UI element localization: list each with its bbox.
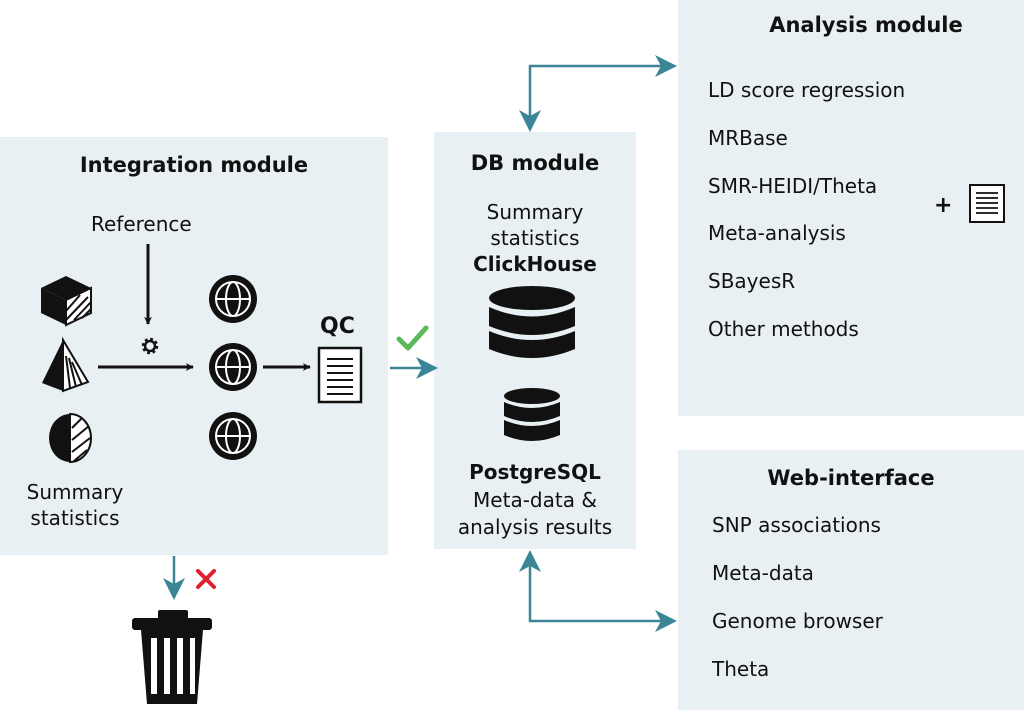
analysis-item-ld-score-regression: LD score regression bbox=[708, 78, 906, 102]
document-icon bbox=[969, 184, 1005, 223]
clickhouse-name: ClickHouse bbox=[473, 252, 597, 276]
trash-icon bbox=[132, 610, 212, 704]
analysis-module-panel bbox=[678, 0, 1024, 416]
postgresql-desc-line1: Meta-data & bbox=[473, 488, 597, 512]
analysis-module-title: Analysis module bbox=[769, 13, 963, 37]
postgresql-desc-line2: analysis results bbox=[457, 515, 613, 539]
reference-label: Reference bbox=[91, 212, 192, 236]
db-module-title: DB module bbox=[470, 151, 600, 175]
checkmark-icon bbox=[396, 325, 429, 351]
globe-icon bbox=[209, 343, 257, 391]
database-icon bbox=[504, 388, 560, 441]
clickhouse-desc-line2: statistics bbox=[490, 226, 580, 250]
summary-statistics-line1: Summary bbox=[26, 480, 124, 504]
web-item-theta: Theta bbox=[712, 657, 770, 681]
analysis-item-mrbase: MRBase bbox=[708, 126, 788, 150]
gear-icon bbox=[141, 337, 159, 355]
cross-icon bbox=[196, 569, 216, 589]
discard-arrow bbox=[163, 556, 185, 600]
globe-icon bbox=[209, 412, 257, 460]
web-interface-panel bbox=[678, 450, 1024, 710]
db-analysis-arrow bbox=[519, 55, 677, 132]
cube-icon bbox=[41, 276, 92, 327]
summary-statistics-line2: statistics bbox=[30, 506, 120, 530]
integration-module-title: Integration module bbox=[79, 153, 309, 177]
qc-label: QC bbox=[320, 314, 355, 339]
plus-sign: + bbox=[934, 193, 953, 218]
database-icon bbox=[489, 286, 575, 358]
globe-icon bbox=[209, 275, 257, 323]
postgresql-name: PostgreSQL bbox=[469, 460, 601, 484]
analysis-item-sbayesr: SBayesR bbox=[708, 269, 796, 293]
web-item-meta-data: Meta-data bbox=[712, 561, 814, 585]
clickhouse-desc-line1: Summary bbox=[486, 200, 584, 224]
db-web-arrow bbox=[519, 550, 677, 632]
integration-to-db-arrow bbox=[390, 357, 438, 379]
pyramid-icon bbox=[42, 336, 90, 393]
half-sphere-icon bbox=[49, 412, 92, 464]
web-item-snp-associations: SNP associations bbox=[712, 513, 881, 537]
analysis-item-meta-analysis: Meta-analysis bbox=[708, 221, 846, 245]
document-icon bbox=[317, 346, 363, 404]
web-item-genome-browser: Genome browser bbox=[712, 609, 883, 633]
analysis-item-other-methods: Other methods bbox=[708, 317, 859, 341]
analysis-item-smr-heidi: SMR-HEIDI/Theta bbox=[708, 174, 878, 198]
web-interface-title: Web-interface bbox=[767, 466, 935, 490]
